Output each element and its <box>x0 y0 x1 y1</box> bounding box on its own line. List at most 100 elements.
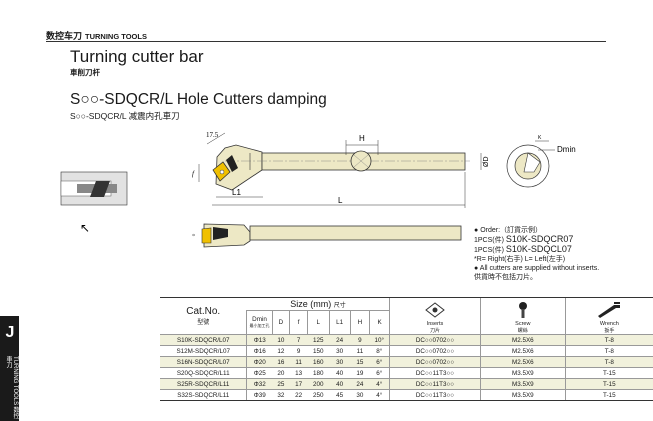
order-rl-note: *R= Right(右手) L= Left(左手) <box>474 256 566 263</box>
cell-screw: M3.5X9 <box>479 378 566 390</box>
order-code-2: S10K-SDQCL07 <box>505 244 572 254</box>
category-en: TURNING TOOLS <box>85 32 147 41</box>
order-note-en: All cutters are supplied without inserts… <box>479 265 600 272</box>
damper-hatch <box>353 154 369 168</box>
order-qty-2: 1PCS(件) <box>474 247 504 254</box>
bore-illustration <box>60 171 128 206</box>
cell-h: 30 <box>350 389 370 401</box>
header-row-1: Cat.No. 型號 Size (mm) 尺寸 Inserts 刀片 Screw… <box>160 297 653 335</box>
page-title-cn: 車削刀杆 <box>70 68 100 77</box>
cell-wrench: T-8 <box>564 345 653 357</box>
l-label: L <box>338 196 343 205</box>
screw-header: Screw 螺絲 <box>479 297 566 335</box>
cell-dmin: Φ39 <box>246 389 273 401</box>
size-cn: 尺寸 <box>333 303 346 309</box>
technical-drawing: 17.5 H f L1 L ØD Dmin K ↖ ° <box>60 131 576 248</box>
catno-header: Cat.No. 型號 <box>160 297 247 335</box>
end-view <box>506 140 555 188</box>
end-view-pocket <box>523 152 541 173</box>
dmin-label: Dmin <box>557 145 576 154</box>
wrench-icon <box>598 302 621 318</box>
col-l1: L1 <box>328 310 351 335</box>
cell-d: 16 <box>272 356 290 368</box>
section-letter: J <box>5 324 15 341</box>
d-label: ØD <box>483 157 490 168</box>
size-label: Size (mm) <box>290 299 332 309</box>
cell-k: 4° <box>369 389 390 401</box>
wrench-header: Wrench 扳手 <box>564 297 653 335</box>
order-note-cn: 供貨時不包括刀片。 <box>474 274 537 281</box>
size-header: Size (mm) 尺寸 <box>246 297 390 311</box>
cell-l: 160 <box>307 356 330 368</box>
col-l: L <box>306 310 330 335</box>
page-title: Turning cutter bar <box>70 47 204 66</box>
section-tab: J TURNING TOOLS 数控車刀 <box>0 316 19 421</box>
cell-cat: S20Q-SDQCR/L11 <box>160 367 247 379</box>
l1-label: L1 <box>232 188 241 197</box>
cell-l1: 30 <box>329 345 351 357</box>
cell-k: 6° <box>369 367 390 379</box>
h-label: H <box>359 134 365 143</box>
cell-wrench: T-8 <box>564 356 653 368</box>
cell-h: 11 <box>350 345 370 357</box>
col-f: f <box>289 310 308 335</box>
inserts-header: Inserts 刀片 <box>389 297 481 335</box>
insert-icon <box>425 302 445 318</box>
cell-insert: DC○○0702○○ <box>389 345 481 357</box>
cell-wrench: T-15 <box>564 389 653 401</box>
k-label: K <box>538 135 542 141</box>
angle-leader <box>206 132 226 145</box>
cell-wrench: T-15 <box>564 378 653 390</box>
cell-dmin: Φ13 <box>246 334 273 346</box>
cell-h: 15 <box>350 356 370 368</box>
insert-angle-label: ° <box>191 232 199 239</box>
screw-en: Screw <box>515 321 531 327</box>
cell-cat: S25R-SDQCR/L11 <box>160 378 247 390</box>
angle-label: 17.5 <box>206 131 219 139</box>
cell-d: 12 <box>272 345 290 357</box>
dmin-col-label: Dmin <box>252 316 267 323</box>
dmin-col-cn: 最小加工孔 <box>249 323 270 328</box>
dimensions <box>198 132 482 208</box>
inserts-cn: 刀片 <box>429 328 440 334</box>
insert-side <box>201 227 212 244</box>
cell-d: 20 <box>272 367 290 379</box>
header-row-2: Dmin 最小加工孔 D f L L1 H K <box>160 310 653 335</box>
f-label: f <box>192 170 195 178</box>
inserts-en: Inserts <box>426 321 444 327</box>
category-cn: 数控车刀 <box>46 31 83 41</box>
cell-l: 150 <box>307 345 330 357</box>
order-line-2: 1PCS(件) S10K-SDQCL07 <box>474 245 599 255</box>
cell-wrench: T-15 <box>564 367 653 379</box>
cell-insert: DC○○11T3○○ <box>389 367 481 379</box>
cell-screw: M2.5X6 <box>479 334 566 346</box>
cell-screw: M2.5X6 <box>479 345 566 357</box>
cell-dmin: Φ32 <box>246 378 273 390</box>
order-note: ● All cutters are supplied without inser… <box>474 265 600 272</box>
cell-d: 25 <box>272 378 290 390</box>
screw-cn: 螺絲 <box>517 328 528 334</box>
order-heading-text: Order:（訂貨示例） <box>480 227 543 234</box>
cell-l: 200 <box>307 378 330 390</box>
side-shank <box>249 225 462 241</box>
col-k: K <box>369 310 390 335</box>
series-title-cn: S○○-SDQCR/L 减震内孔車刀 <box>70 111 180 121</box>
cell-dmin: Φ20 <box>246 356 273 368</box>
cell-l1: 24 <box>329 334 351 346</box>
cell-f: 22 <box>289 389 308 401</box>
section-text: TURNING TOOLS 数控車刀 <box>2 356 18 421</box>
section-text-en: TURNING TOOLS <box>12 356 18 406</box>
cell-d: 32 <box>272 389 290 401</box>
cell-k: 8° <box>369 345 390 357</box>
cell-f: 7 <box>289 334 308 346</box>
cell-screw: M3.5X9 <box>479 389 566 401</box>
cell-l1: 40 <box>329 367 351 379</box>
cell-f: 17 <box>289 378 308 390</box>
cell-k: 4° <box>369 378 390 390</box>
cell-f: 13 <box>289 367 308 379</box>
